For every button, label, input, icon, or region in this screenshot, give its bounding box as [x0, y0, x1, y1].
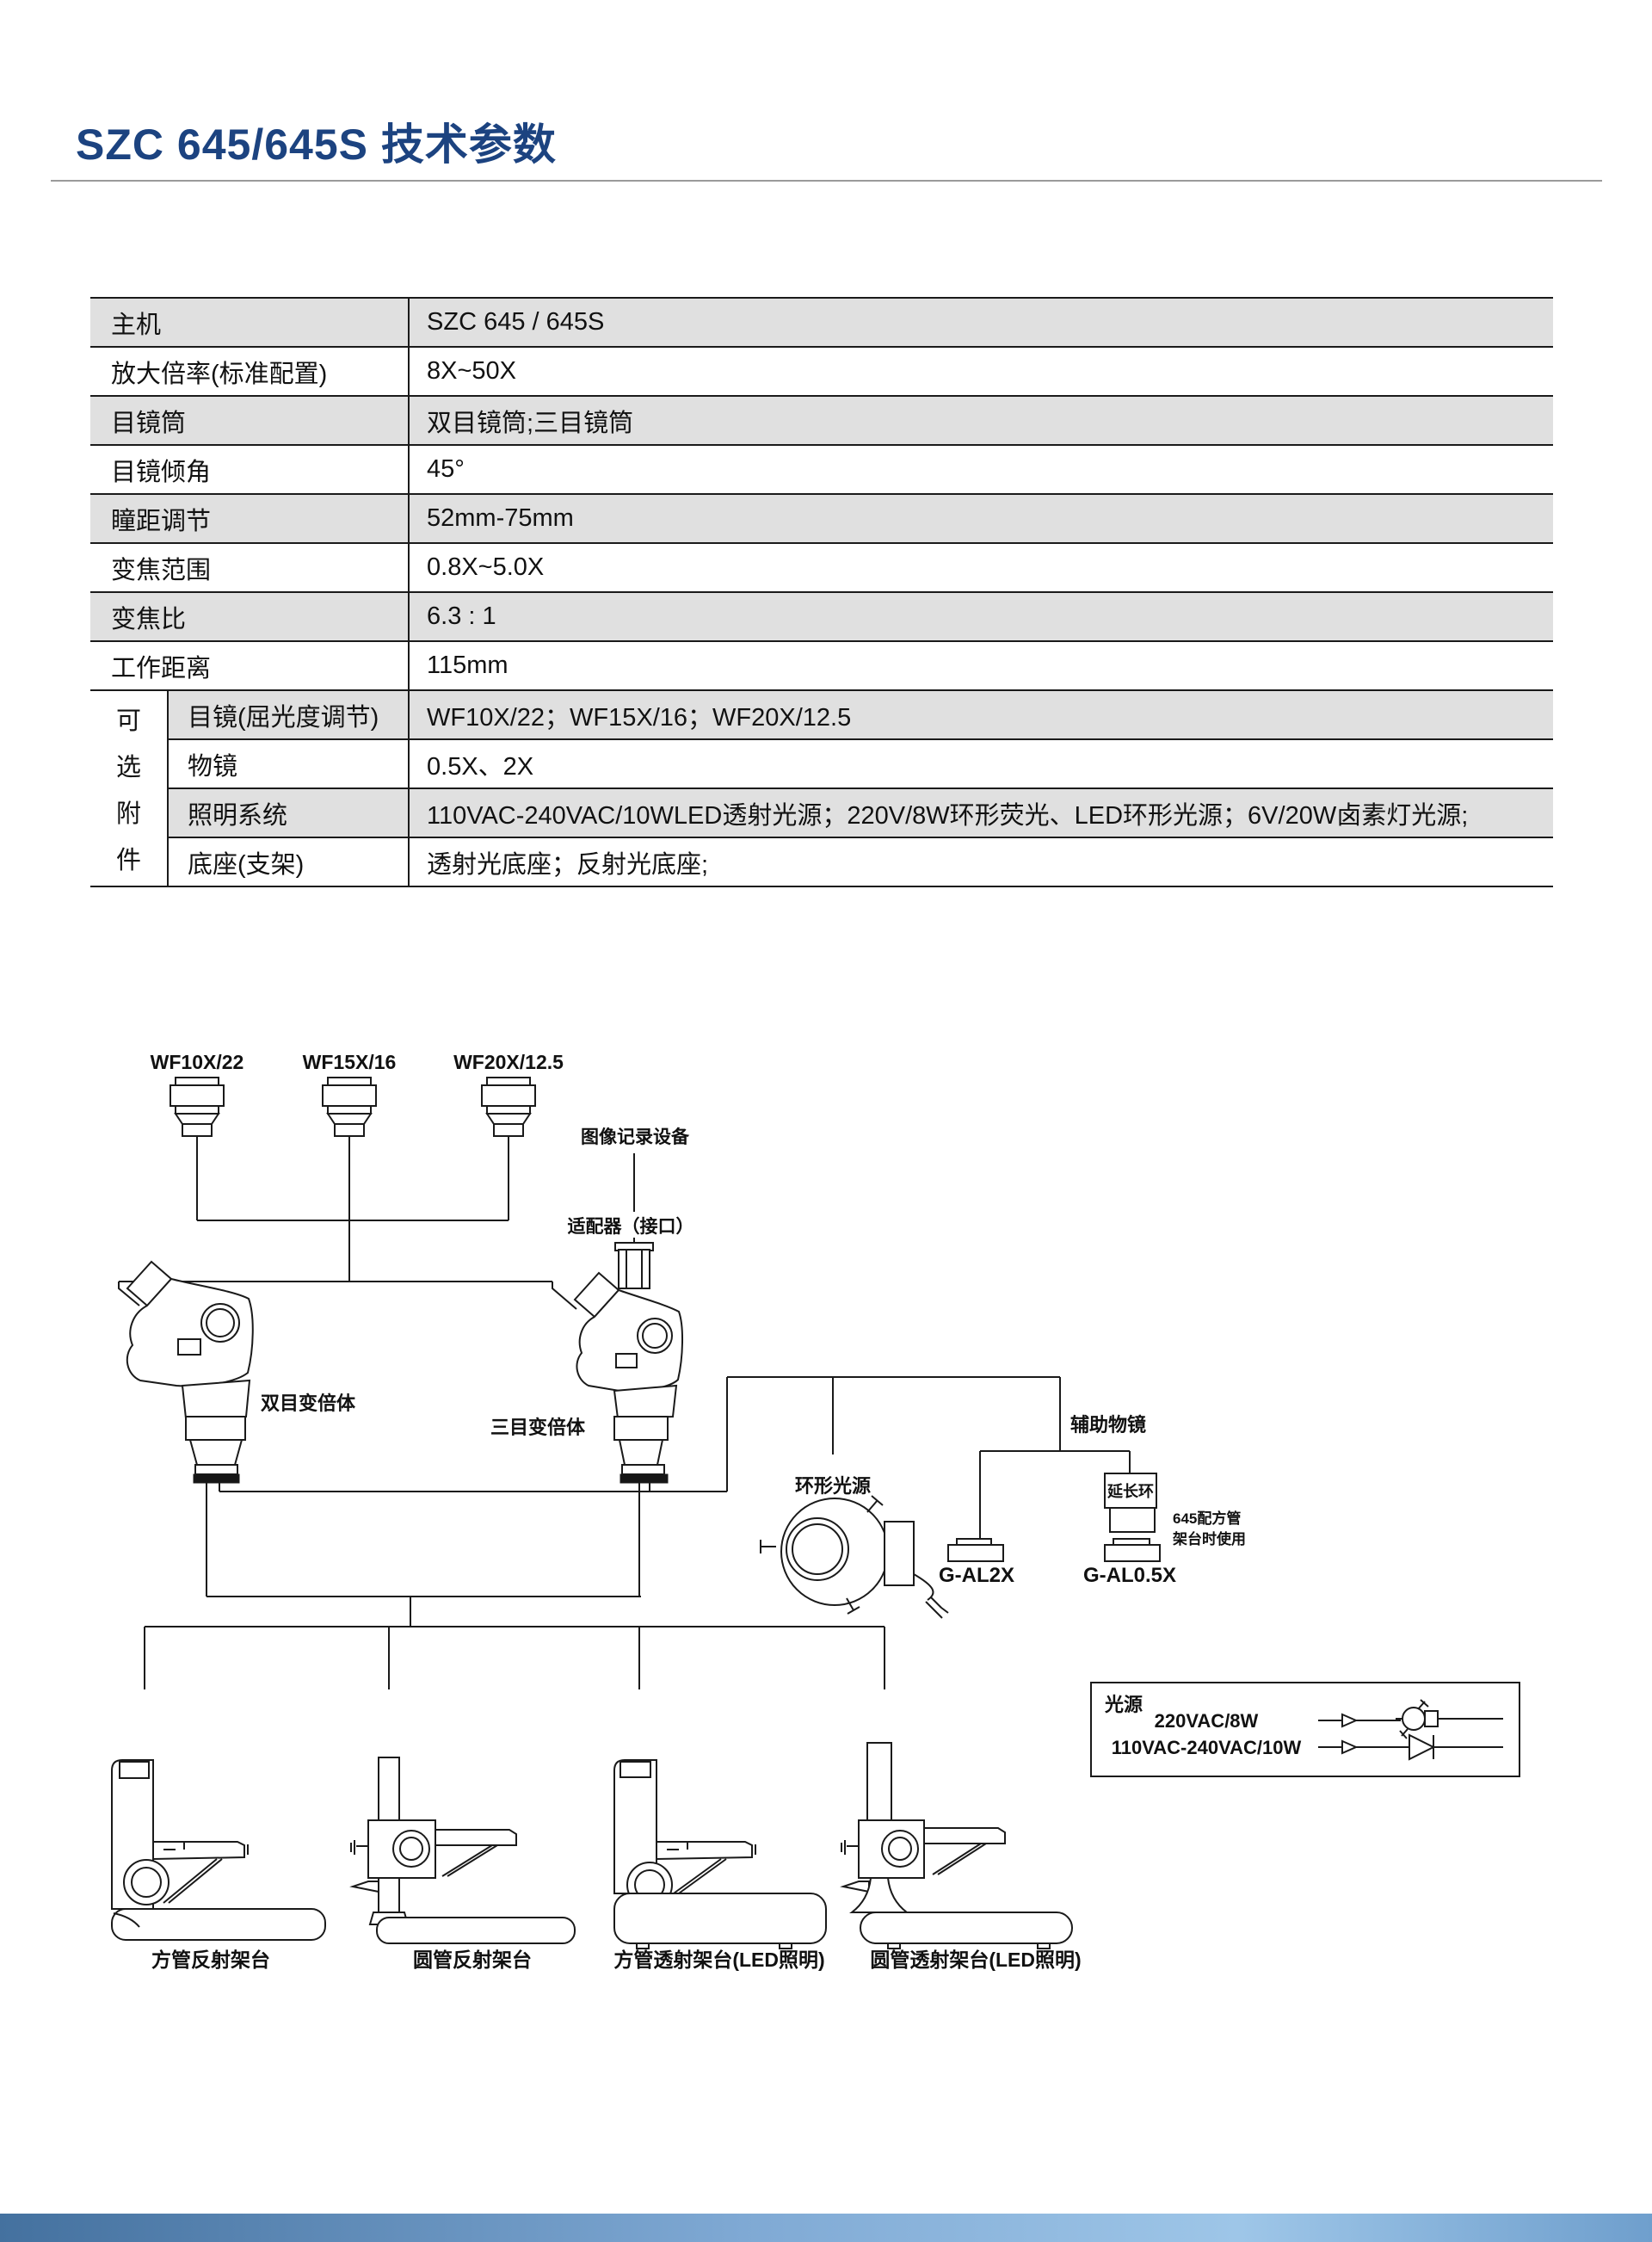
spec-value: WF10X/22；WF15X/16；WF20X/12.5 — [409, 689, 1553, 740]
connector-lines — [118, 1136, 1131, 1689]
extension-note-line1: 645配方管 — [1173, 1510, 1241, 1527]
table-row: 可 选 附 件 目镜(屈光度调节) WF10X/22；WF15X/16；WF20… — [90, 689, 1553, 887]
stand-label: 方管透射架台(LED照明) — [613, 1949, 824, 1971]
spec-sublabel: 照明系统 — [168, 787, 410, 838]
extension-ring-drawing — [1104, 1473, 1157, 1533]
footer-accent-bar — [0, 2214, 1652, 2242]
fluorescent-lamp-symbol — [1318, 1699, 1503, 1739]
spec-value: 52mm-75mm — [409, 493, 1553, 544]
stand-round-transmitted-drawing — [840, 1742, 1073, 1949]
table-row: 工作距离 115mm — [90, 640, 1553, 691]
extension-ring-label: 延长环 — [1106, 1483, 1154, 1500]
group-char: 选 — [115, 754, 141, 781]
spec-value: 透射光底座；反射光底座; — [409, 837, 1553, 887]
spec-value: 110VAC-240VAC/10WLED透射光源；220V/8W环形荧光、LED… — [409, 787, 1553, 838]
table-row: 变焦范围 0.8X~5.0X — [90, 542, 1553, 593]
table-row: 底座(支架) 透射光底座；反射光底座; — [90, 837, 1553, 887]
spec-value: 6.3 : 1 — [409, 591, 1553, 642]
group-char: 附 — [115, 800, 141, 828]
eyepiece-label: WF15X/16 — [303, 1051, 397, 1073]
aux-2x-label: G-AL2X — [939, 1564, 1014, 1587]
group-char: 可 — [115, 707, 141, 735]
spec-label: 放大倍率(标准配置) — [90, 346, 410, 397]
spec-value: 115mm — [409, 640, 1553, 691]
trinocular-label: 三目变倍体 — [490, 1417, 586, 1438]
light-source-row2-label: 110VAC-240VAC/10W — [1112, 1737, 1302, 1758]
light-source-row1-label: 220VAC/8W — [1155, 1710, 1259, 1732]
table-row: 照明系统 110VAC-240VAC/10WLED透射光源；220V/8W环形荧… — [90, 787, 1553, 838]
spec-label: 目镜筒 — [90, 395, 410, 446]
spec-label: 瞳距调节 — [90, 493, 410, 544]
trinocular-head-drawing — [573, 1242, 684, 1484]
binocular-head-drawing — [126, 1260, 254, 1484]
optional-accessories-vertical-label: 可 选 附 件 — [90, 695, 166, 881]
binocular-label: 双目变倍体 — [261, 1393, 356, 1414]
stand-square-reflected-drawing — [111, 1759, 326, 1941]
spec-sublabel: 目镜(屈光度调节) — [168, 689, 410, 740]
spec-label: 变焦范围 — [90, 542, 410, 593]
table-row: 目镜倾角 45° — [90, 444, 1553, 495]
spec-label: 目镜倾角 — [90, 444, 410, 495]
spec-label: 主机 — [90, 297, 410, 348]
system-diagram: WF10X/22 WF15X/16 WF20X/12.5 — [111, 1051, 1520, 1971]
spec-value: 45° — [409, 444, 1553, 495]
spec-sublabel: 底座(支架) — [168, 837, 410, 887]
ring-light-drawing — [760, 1495, 949, 1619]
extension-note-line2: 架台时使用 — [1173, 1530, 1246, 1547]
table-row: 变焦比 6.3 : 1 — [90, 591, 1553, 642]
aux-05x-label: G-AL0.5X — [1083, 1564, 1176, 1587]
ring-light-label: 环形光源 — [795, 1475, 871, 1497]
table-row: 物镜 0.5X、2X — [90, 738, 1553, 789]
aux-2x-adapter-drawing — [947, 1538, 1004, 1562]
table-row: 主机 SZC 645 / 645S — [90, 297, 1553, 348]
image-recorder-label: 图像记录设备 — [581, 1127, 690, 1147]
spec-value: 双目镜筒;三目镜筒 — [409, 395, 1553, 446]
table-row: 目镜筒 双目镜筒;三目镜筒 — [90, 395, 1553, 446]
eyepiece-icon — [170, 1077, 225, 1137]
spec-value: 0.8X~5.0X — [409, 542, 1553, 593]
eyepiece-icon — [481, 1077, 536, 1137]
stand-round-reflected-drawing — [349, 1757, 576, 1944]
eyepiece-label: WF10X/22 — [151, 1051, 244, 1073]
eyepiece-label: WF20X/12.5 — [453, 1051, 564, 1073]
stand-square-transmitted-drawing — [613, 1759, 827, 1949]
light-source-title: 光源 — [1104, 1694, 1143, 1715]
spec-label: 工作距离 — [90, 640, 410, 691]
stand-label: 圆管透射架台(LED照明) — [870, 1949, 1081, 1971]
spec-table: 主机 SZC 645 / 645S 放大倍率(标准配置) 8X~50X 目镜筒 … — [90, 297, 1553, 887]
eyepiece-icon — [322, 1077, 377, 1137]
spec-value: SZC 645 / 645S — [409, 297, 1553, 348]
spec-value: 0.5X、2X — [409, 738, 1553, 789]
spec-value: 8X~50X — [409, 346, 1553, 397]
spec-sublabel: 物镜 — [168, 738, 410, 789]
page-title: SZC 645/645S 技术参数 — [76, 120, 557, 169]
table-row: 放大倍率(标准配置) 8X~50X — [90, 346, 1553, 397]
spec-label: 变焦比 — [90, 591, 410, 642]
title-divider — [51, 180, 1602, 182]
stand-label: 圆管反射架台 — [413, 1949, 532, 1971]
group-char: 件 — [115, 847, 141, 874]
aux-objective-label: 辅助物镜 — [1070, 1414, 1146, 1436]
led-diode-symbol — [1318, 1733, 1503, 1761]
light-source-legend: 光源 220VAC/8W 110VAC-240VAC/10W — [1090, 1682, 1520, 1777]
adapter-interface-label: 适配器（接口） — [568, 1216, 694, 1237]
table-row: 瞳距调节 52mm-75mm — [90, 493, 1553, 544]
aux-05x-adapter-drawing — [1104, 1538, 1161, 1562]
optional-accessories-group-cell: 可 选 附 件 — [90, 689, 169, 887]
stand-label: 方管反射架台 — [151, 1949, 270, 1971]
